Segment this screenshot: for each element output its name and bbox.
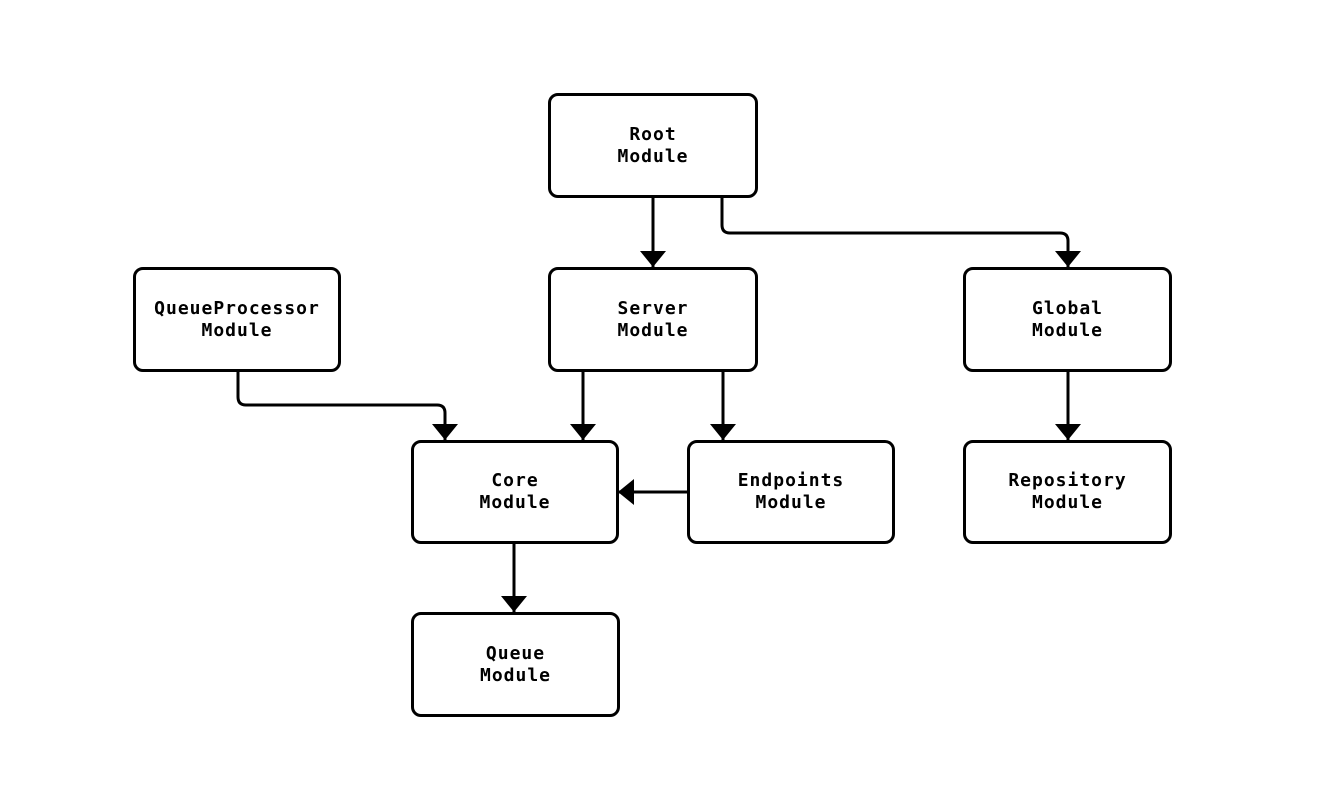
node-label-name: Repository	[1008, 470, 1127, 491]
node-queue-module: Queue Module	[411, 612, 620, 717]
node-label-type: Module	[1031, 492, 1104, 513]
node-server-module: Server Module	[548, 267, 758, 372]
node-repository-module: Repository Module	[963, 440, 1172, 544]
node-label-name: Queue	[485, 642, 546, 664]
node-label-type: Module	[201, 319, 273, 341]
node-global-module: Global Module	[963, 267, 1172, 372]
node-queueprocessor-module: QueueProcessor Module	[133, 267, 341, 372]
node-label-type: Module	[755, 492, 827, 513]
node-label-name: Global	[1031, 297, 1104, 319]
node-label-type: Module	[617, 319, 689, 341]
node-label-name: Endpoints	[737, 470, 845, 491]
node-label-name: Server	[617, 297, 689, 319]
node-label-name: Core	[491, 470, 539, 491]
node-endpoints-module: Endpoints Module	[687, 440, 895, 544]
node-label-type: Module	[479, 664, 552, 686]
edge-queueprocessor-to-core	[236, 372, 458, 440]
node-core-module: Core Module	[411, 440, 619, 544]
node-label-type: Module	[479, 492, 551, 513]
node-root-module: Root Module	[548, 93, 758, 198]
node-label-name: QueueProcessor	[154, 297, 320, 319]
node-label-type: Module	[1031, 319, 1104, 341]
node-label-type: Module	[617, 145, 689, 167]
node-label-name: Root	[629, 123, 677, 145]
edge-root-to-global	[720, 198, 1081, 267]
